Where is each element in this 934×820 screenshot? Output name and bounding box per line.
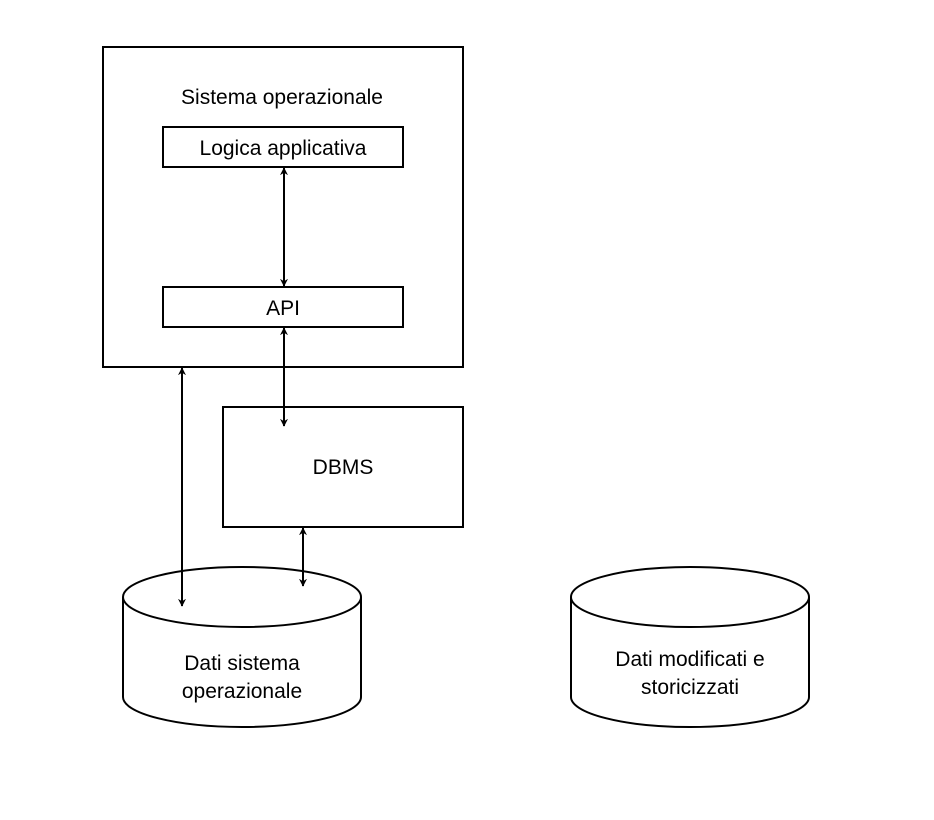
dati-sistema-operazionale-cylinder: Dati sistema operazionale bbox=[122, 566, 362, 728]
dati-storicizzati-cylinder: Dati modificati e storicizzati bbox=[570, 566, 810, 728]
logica-applicativa-box: Logica applicativa bbox=[162, 126, 404, 168]
dati-sistema-operazionale-label-line1: Dati sistema bbox=[184, 652, 300, 675]
dbms-label: DBMS bbox=[313, 456, 374, 479]
sistema-operazionale-label: Sistema operazionale bbox=[181, 86, 383, 109]
api-label: API bbox=[266, 297, 300, 320]
dati-storicizzati-label-line2: storicizzati bbox=[641, 676, 739, 699]
dbms-box: DBMS bbox=[222, 406, 464, 528]
api-box: API bbox=[162, 286, 404, 328]
dati-sistema-operazionale-label-line2: operazionale bbox=[182, 680, 302, 703]
logica-applicativa-label: Logica applicativa bbox=[200, 137, 367, 160]
dati-storicizzati-label-line1: Dati modificati e bbox=[615, 648, 764, 671]
